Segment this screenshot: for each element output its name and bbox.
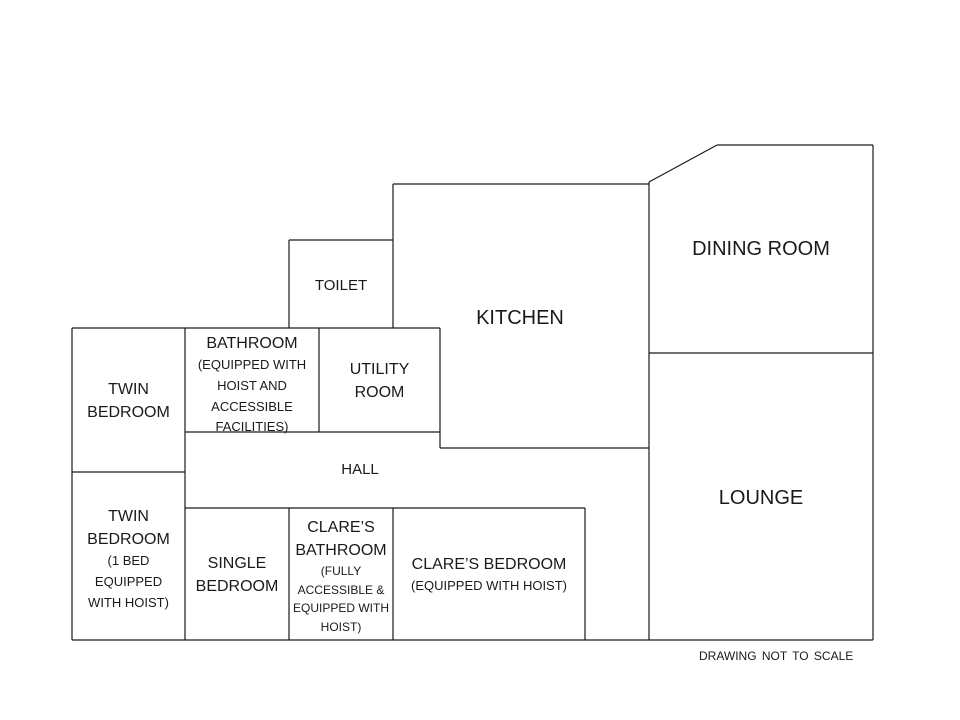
kitchen-label: KITCHEN	[420, 305, 620, 331]
clares-bathroom-label: CLARE’S BATHROOM (FULLY ACCESSIBLE & EQU…	[289, 516, 393, 636]
bathroom-note-line: ACCESSIBLE	[211, 398, 293, 414]
utility-room-label: UTILITY ROOM	[319, 358, 440, 404]
twin-bedroom-2-note-line: (1 BED	[107, 553, 150, 569]
bathroom-note-line: FACILITIES)	[215, 419, 289, 435]
toilet-label: TOILET	[289, 274, 393, 298]
single-bedroom-name-line1: SINGLE	[207, 555, 267, 572]
clares-bathroom-note-line: EQUIPPED WITH	[292, 601, 389, 616]
twin-bedroom-2-note-line: WITH HOIST)	[88, 594, 169, 610]
twin-bedroom-1-label: TWIN BEDROOM	[72, 378, 185, 424]
clares-bathroom-note-line: HOIST)	[320, 619, 362, 634]
utility-room-name-line2: ROOM	[354, 384, 405, 402]
hall-name: HALL	[341, 461, 379, 478]
dining-room-name: DINING ROOM	[692, 238, 830, 260]
kitchen-name: KITCHEN	[476, 307, 564, 329]
toilet-name: TOILET	[314, 277, 368, 294]
bathroom-note-line: (EQUIPPED WITH	[197, 357, 307, 373]
twin-bedroom-2-note-line: EQUIPPED	[94, 573, 163, 589]
bathroom-note-line: HOIST AND	[217, 377, 287, 393]
twin-bedroom-2-name-line1: TWIN	[108, 508, 149, 525]
clares-bedroom-note: (EQUIPPED WITH HOIST)	[411, 578, 567, 594]
clares-bathroom-name-line1: CLARE’S	[307, 519, 375, 536]
clares-bathroom-note-line: ACCESSIBLE &	[297, 582, 385, 597]
twin-bedroom-2-label: TWIN BEDROOM (1 BED EQUIPPED WITH HOIST)	[72, 505, 185, 613]
bathroom-label: BATHROOM (EQUIPPED WITH HOIST AND ACCESS…	[185, 332, 319, 438]
utility-room-name-line1: UTILITY	[349, 361, 410, 378]
single-bedroom-name-line2: BEDROOM	[195, 578, 279, 596]
twin-bedroom-2-name-line2: BEDROOM	[87, 531, 170, 549]
clares-bedroom-label: CLARE’S BEDROOM (EQUIPPED WITH HOIST)	[393, 553, 585, 597]
lounge-label: LOUNGE	[649, 485, 873, 511]
lounge-name: LOUNGE	[718, 487, 804, 509]
twin-bedroom-1-name-line1: TWIN	[108, 381, 149, 398]
clares-bathroom-name-line2: BATHROOM	[295, 542, 387, 560]
hall-label: HALL	[300, 460, 420, 480]
twin-bedroom-1-name-line2: BEDROOM	[87, 404, 170, 422]
scale-note: DRAWING NOT TO SCALE	[699, 649, 854, 663]
single-bedroom-label: SINGLE BEDROOM	[185, 552, 289, 598]
dining-room-label: DINING ROOM	[649, 236, 873, 262]
bathroom-name: BATHROOM	[206, 335, 298, 352]
clares-bathroom-note-line: (FULLY	[320, 564, 362, 579]
clares-bedroom-name: CLARE’S BEDROOM	[411, 556, 567, 573]
wall-lines	[71, 144, 874, 641]
